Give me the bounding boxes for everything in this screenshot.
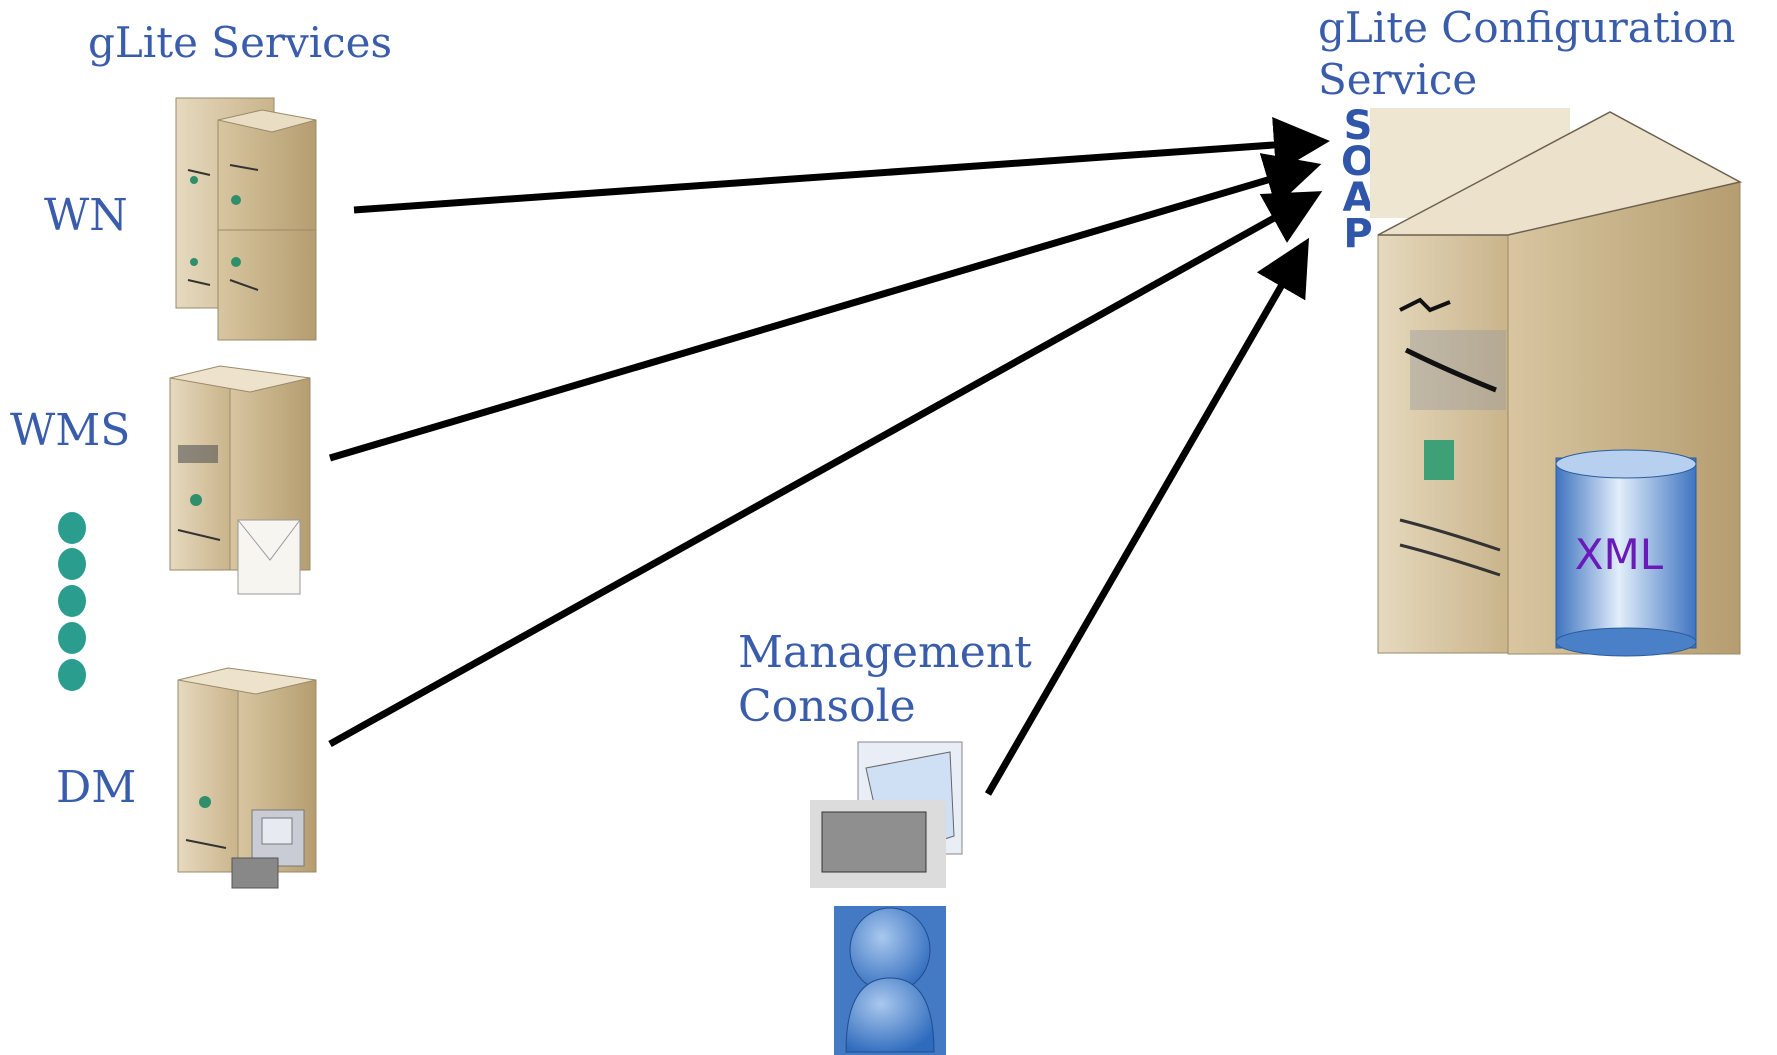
management-console-icon: [810, 741, 963, 888]
service-label-dm: DM: [56, 762, 137, 813]
wms-server-icon: [169, 365, 311, 595]
dm-server-icon: [177, 667, 317, 889]
soap-protocol-label: S O A P: [1338, 103, 1378, 257]
xml-storage-label: XML: [1574, 530, 1664, 579]
wn-server-icon: [175, 97, 317, 341]
service-label-wn: WN: [44, 190, 128, 241]
soap-letter: A: [1342, 175, 1374, 221]
arrow-wn-to-config: [353, 117, 1330, 214]
services-title: gLite Services: [88, 18, 393, 67]
arrow-console-to-config: [984, 237, 1309, 796]
connection-arrows: [328, 117, 1330, 796]
more-services-dots: [58, 512, 86, 691]
soap-letter: S: [1343, 103, 1373, 149]
configuration-server-icon: [1370, 108, 1743, 657]
user-icon: [834, 906, 946, 1055]
service-label-wms: WMS: [10, 405, 131, 456]
soap-letter: P: [1343, 211, 1373, 257]
soap-letter: O: [1340, 139, 1375, 185]
arrow-wms-to-config: [329, 153, 1322, 462]
arrow-dm-to-config: [328, 191, 1323, 748]
